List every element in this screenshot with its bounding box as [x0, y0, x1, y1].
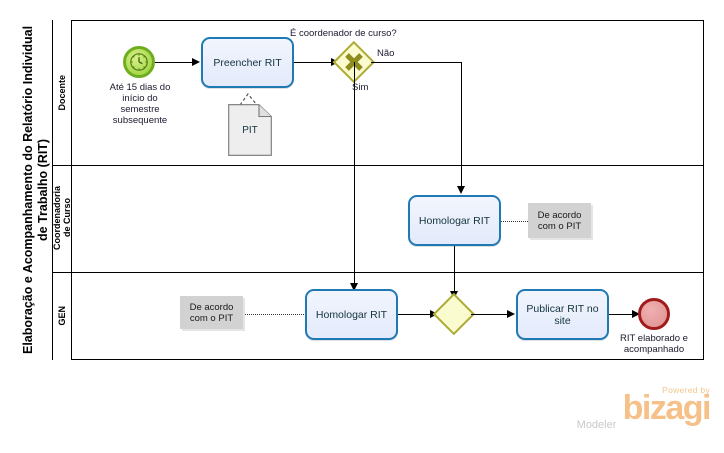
lane-divider-2 — [53, 272, 704, 273]
flow-start-to-preencher — [155, 61, 193, 63]
task-homologar-rit-gen-label: Homologar RIT — [315, 308, 388, 321]
association-preencher-to-pit — [239, 93, 258, 106]
gateway-merge[interactable] — [433, 293, 475, 335]
lane-divider-1 — [53, 165, 704, 166]
flow-gen-to-merge — [398, 313, 432, 315]
flow-preencher-to-gateway — [294, 61, 333, 63]
flow-coord-to-merge — [453, 246, 455, 295]
document-icon — [228, 104, 272, 156]
flow-sim-vertical — [353, 61, 355, 288]
bizagi-powered-by-text: Powered by — [662, 385, 710, 395]
bizagi-product-text: Modeler — [576, 419, 617, 431]
task-preencher-rit-label: Preencher RIT — [213, 56, 282, 69]
end-event-label: RIT elaborado e acompanhado — [620, 333, 688, 355]
flow-merge-to-publicar — [471, 313, 509, 315]
gateway-question-label: É coordenador de curso? — [290, 28, 397, 39]
association-annotation-to-gen — [245, 313, 304, 315]
data-object-pit[interactable]: PIT — [228, 104, 272, 156]
flow-label-sim: Sim — [352, 82, 369, 93]
gateway-diamond — [433, 293, 475, 335]
flow-arrowhead — [457, 186, 465, 194]
clock-icon — [130, 53, 148, 71]
task-homologar-rit-coordenadoria[interactable]: Homologar RIT — [408, 195, 501, 246]
lane-label-coordenadoria: Coordenadoria de Curso — [52, 165, 72, 272]
lane-label-gen: GEN — [53, 272, 72, 360]
task-publicar-rit-no-site-label: Publicar RIT no site — [526, 302, 599, 327]
association-coord-to-annotation — [501, 220, 528, 222]
lane-label-docente-text: Docente — [57, 74, 67, 111]
timer-start-event-label: Até 15 dias do início do semestre subseq… — [109, 82, 171, 126]
flow-label-nao: Não — [377, 48, 395, 59]
pool-title: Elaboração e Acompanhamento do Relatório… — [20, 20, 53, 360]
flow-arrowhead — [350, 283, 358, 291]
task-preencher-rit[interactable]: Preencher RIT — [201, 37, 294, 88]
task-publicar-rit-no-site[interactable]: Publicar RIT no site — [516, 289, 609, 340]
annotation-de-acordo-com-o-pit-gen: De acordo com o PIT — [180, 296, 243, 329]
bizagi-wordmark: bizagi — [622, 389, 712, 427]
end-event[interactable] — [638, 298, 670, 330]
task-homologar-rit-gen[interactable]: Homologar RIT — [305, 289, 398, 340]
flow-arrowhead — [632, 309, 640, 318]
lane-label-gen-text: GEN — [57, 306, 67, 326]
flow-nao-horizontal — [371, 61, 462, 63]
flow-arrowhead — [507, 309, 515, 318]
flow-nao-vertical — [460, 61, 462, 191]
task-homologar-rit-coordenadoria-label: Homologar RIT — [418, 214, 491, 227]
timer-start-event[interactable] — [123, 46, 155, 78]
data-object-pit-label: PIT — [242, 124, 258, 136]
pool-title-text: Elaboração e Acompanhamento do Relatório… — [21, 25, 50, 355]
flow-arrowhead — [192, 57, 200, 66]
flow-publicar-to-end — [609, 313, 635, 315]
lane-label-docente: Docente — [53, 20, 72, 165]
annotation-de-acordo-com-o-pit-coordenadoria: De acordo com o PIT — [528, 203, 591, 238]
bizagi-logo: Powered by bizagi Modeler — [577, 385, 712, 431]
lane-label-coordenadoria-text: Coordenadoria de Curso — [52, 186, 72, 251]
